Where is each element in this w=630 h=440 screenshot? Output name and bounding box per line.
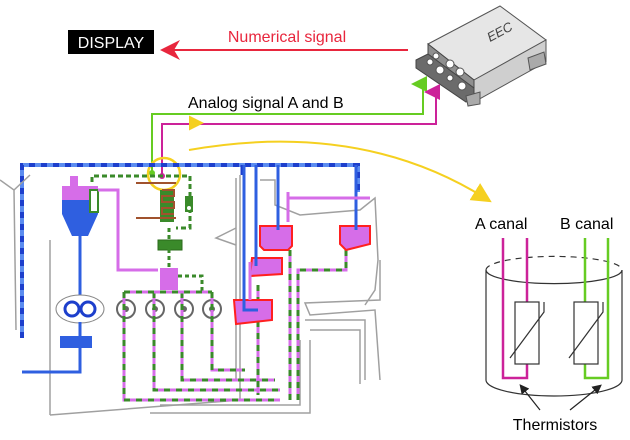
analog-signal-label: Analog signal A and B bbox=[188, 95, 344, 112]
callout-arrow bbox=[188, 140, 492, 203]
thermistor-detail: A canal B canal Thermistors bbox=[475, 216, 623, 434]
display-box: DISPLAY bbox=[68, 30, 154, 54]
scavenge-pumps bbox=[55, 294, 222, 324]
fuel-oil-cooler bbox=[60, 336, 92, 348]
engine-structure bbox=[0, 174, 381, 416]
pink-pressure-line-top bbox=[286, 192, 370, 200]
analog-wire-a bbox=[161, 84, 440, 176]
supply-lines bbox=[242, 165, 358, 312]
pressure-pump bbox=[160, 268, 178, 290]
b-canal-label: B canal bbox=[560, 216, 613, 233]
thermistors-label: Thermistors bbox=[513, 417, 597, 434]
scavenge-lines bbox=[122, 250, 348, 402]
numerical-signal-label: Numerical signal bbox=[228, 29, 346, 46]
analog-wire-b bbox=[151, 76, 427, 172]
display-label: DISPLAY bbox=[78, 35, 145, 52]
fuel-loop bbox=[20, 163, 360, 338]
a-canal-label: A canal bbox=[475, 216, 527, 233]
thermistor-b bbox=[573, 301, 599, 365]
oil-tank bbox=[62, 176, 99, 300]
thermistor-a bbox=[514, 301, 540, 365]
oil-pressure-line bbox=[98, 188, 158, 272]
eec-unit: EEC bbox=[415, 5, 547, 107]
heat-exchanger bbox=[90, 174, 193, 230]
